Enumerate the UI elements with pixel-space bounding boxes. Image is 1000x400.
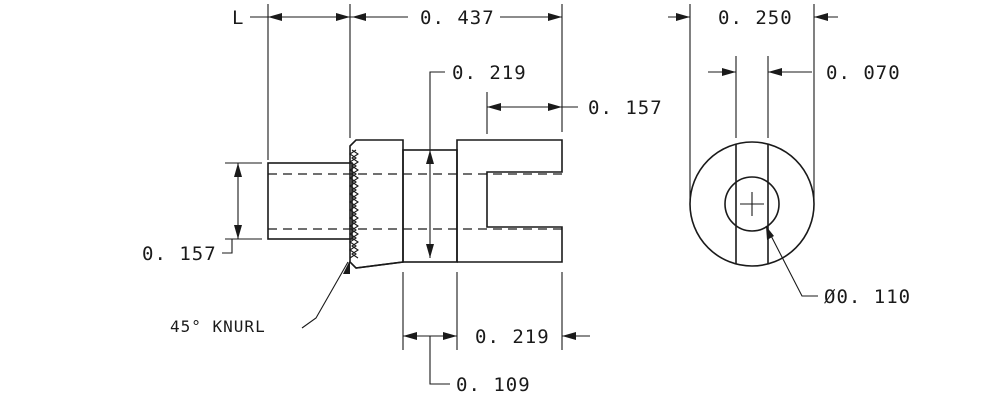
- dim-outer-width: 0. 250: [718, 7, 793, 29]
- collar-bottom-edge: [355, 261, 404, 269]
- end-view: [689, 141, 815, 267]
- end-view-hole: [724, 176, 780, 232]
- knurled-collar: [349, 139, 404, 269]
- knurl-note: 45° KNURL: [170, 317, 266, 336]
- dim-slot-depth: 0. 157: [588, 97, 663, 119]
- side-view: [267, 139, 563, 269]
- dim-hole-diameter: Ø0. 110: [824, 286, 911, 308]
- dim-groove-offset: 0. 109: [456, 374, 531, 396]
- dim-length-label: L: [232, 7, 244, 29]
- dim-groove-width: 0. 219: [475, 326, 550, 348]
- slotted-head: [456, 139, 563, 263]
- dim-slot-width: 0. 070: [826, 62, 901, 84]
- side-view-dimensions: L 0. 437 0. 219 0. 157 0. 157 45° KNURL: [142, 4, 663, 396]
- dim-bore-depth: 0. 219: [452, 62, 527, 84]
- dim-shank-diameter: 0. 157: [142, 243, 217, 265]
- shank-body: [267, 162, 353, 240]
- dim-overall-length: 0. 437: [420, 7, 495, 29]
- end-view-outer-circle: [689, 141, 815, 267]
- knurl-pattern: [349, 149, 359, 259]
- end-view-dimensions: 0. 250 0. 070 Ø0. 110: [668, 4, 911, 308]
